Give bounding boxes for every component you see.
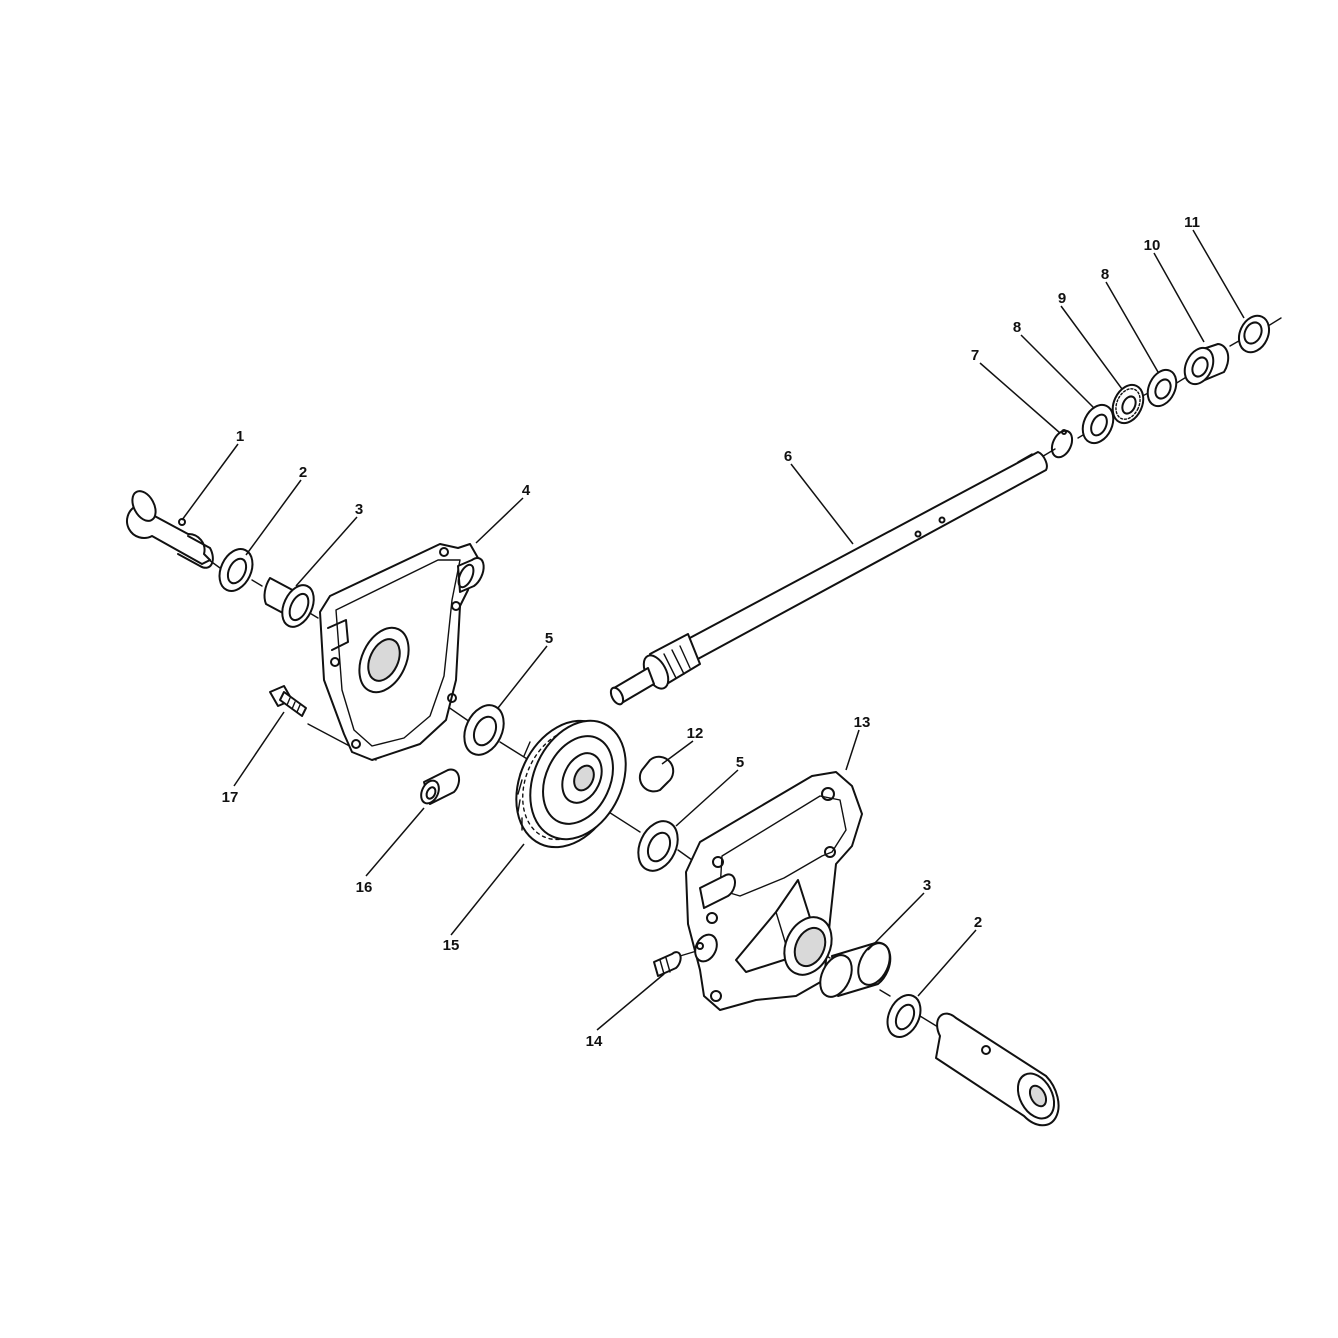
callout-16: 16 [356,879,373,896]
part-16-collar [420,768,461,805]
part-11-end-washer [1237,314,1271,354]
part-2-washer-left [218,548,254,592]
callout-1: 1 [236,428,244,445]
callout-2: 2 [299,464,307,481]
callout-17: 17 [222,789,239,806]
callout-9: 9 [1058,290,1066,307]
callout-3: 3 [355,501,363,518]
part-8-washer-inner [1081,403,1115,445]
part-15-gear [515,719,627,849]
callout-8b: 8 [1101,266,1109,283]
part-1-pin [126,490,214,569]
part-10-flanged-bushing [1183,343,1230,386]
part-3-bushing-right [819,941,892,998]
callout-2b: 2 [974,914,982,931]
part-2-pin-right [935,1012,1060,1127]
callout-13: 13 [854,714,871,731]
callout-4: 4 [522,482,531,499]
callout-11: 11 [1184,214,1200,231]
callout-15: 15 [443,937,460,954]
callout-3b: 3 [923,877,931,894]
part-12-woodruff-key [638,755,675,793]
callout-14: 14 [586,1033,603,1050]
part-17-bolt [269,685,307,717]
part-5-washer-upper [463,704,505,756]
part-9-needle-bearing [1111,383,1145,425]
part-4-left-housing [319,543,485,761]
part-14-set-screw [653,951,682,977]
callout-12: 12 [687,725,704,742]
part-5-washer-lower [637,820,679,872]
part-3-bushing-left [263,577,315,628]
callout-5: 5 [545,630,553,647]
leader-lines [181,229,1245,1031]
callout-labels: 1 2 3 4 5 6 7 8 9 8 10 11 12 5 13 3 2 14… [222,214,1200,1050]
part-8-washer-outer [1146,368,1178,408]
part-6-shaft [609,451,1048,706]
part-7-snap-ring [1050,429,1074,459]
callout-5b: 5 [736,754,744,771]
callout-7: 7 [971,347,979,364]
callout-6: 6 [784,448,792,465]
part-2-washer-right [886,994,922,1038]
callout-8: 8 [1013,319,1021,336]
callout-10: 10 [1144,237,1161,254]
part-13-right-housing [685,771,863,1011]
